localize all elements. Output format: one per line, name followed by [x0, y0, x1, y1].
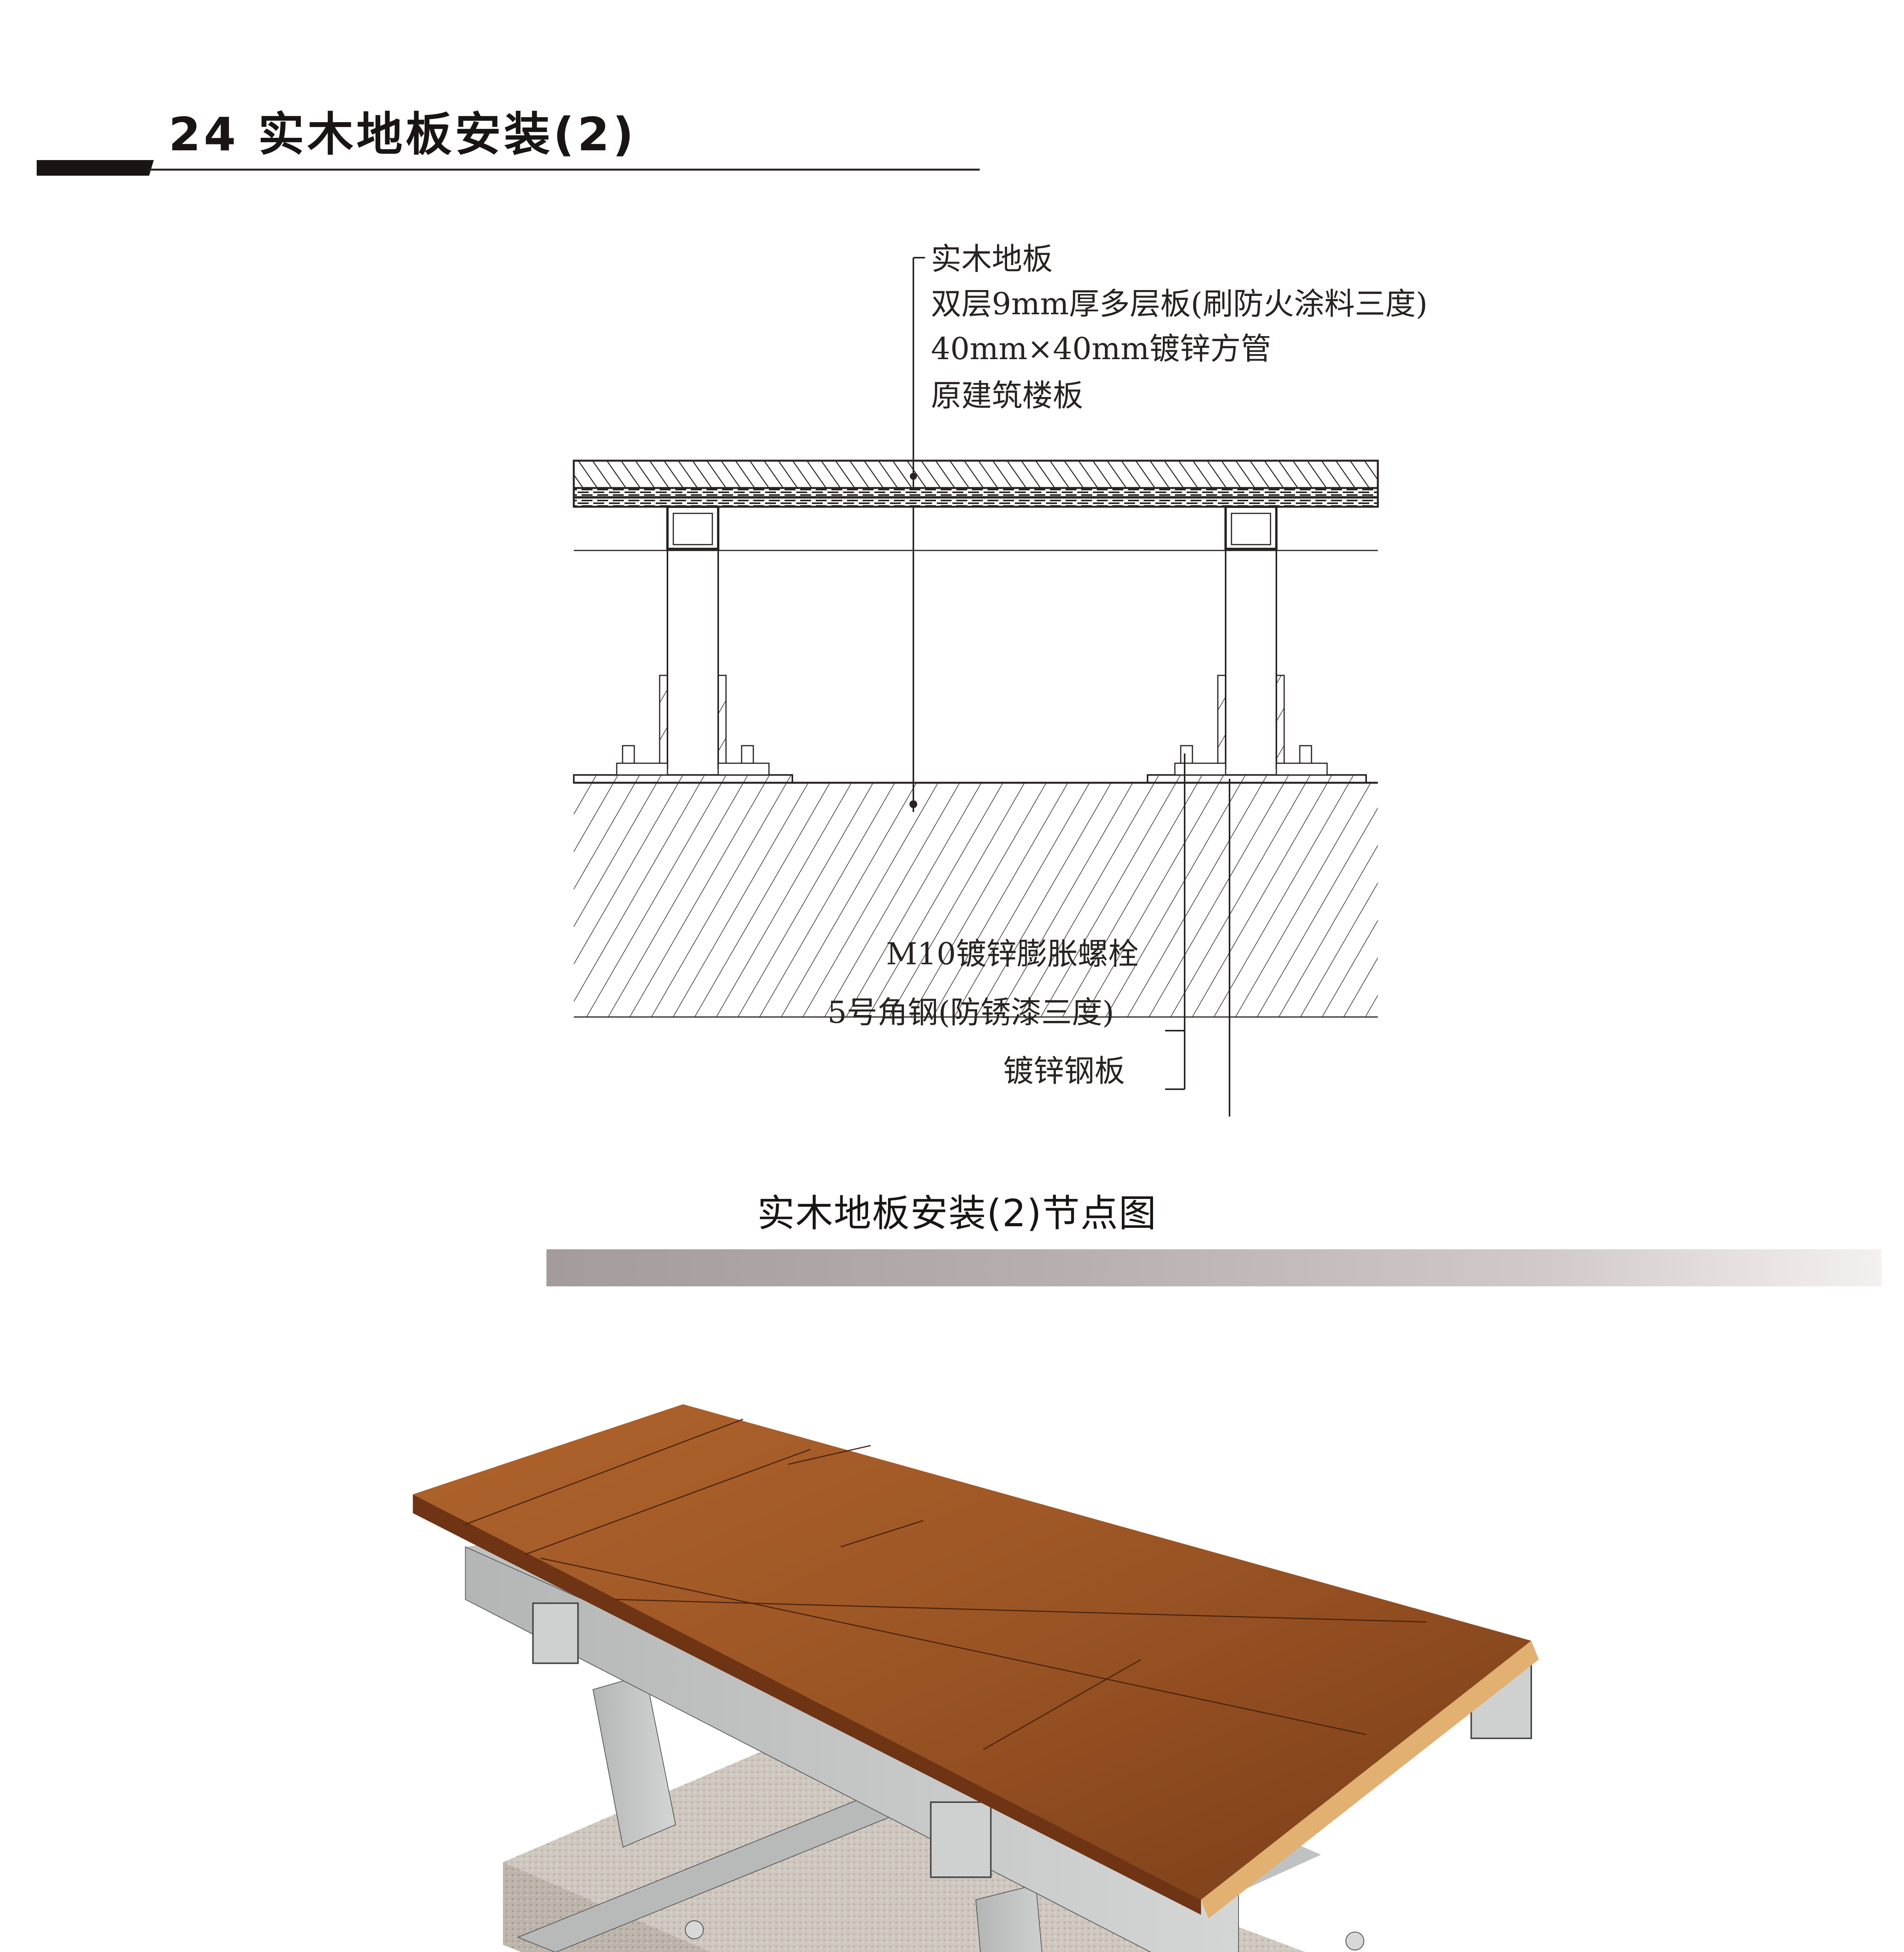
callout-original-slab: 原建筑楼板 — [931, 378, 1084, 413]
callout-plywood: 双层9mm厚多层板(刷防火涂料三度) — [931, 287, 1428, 322]
section-caption: 实木地板安装(2)节点图 — [757, 1192, 1157, 1235]
header-rule — [148, 169, 980, 171]
caption-bar-1 — [546, 1249, 1881, 1286]
callout-expansion-bolt: M10镀锌膨胀螺栓 — [886, 937, 1139, 972]
header-accent-bar — [37, 160, 154, 176]
section-drawing — [573, 257, 1379, 1117]
render-3d — [413, 1404, 1539, 1952]
callout-square-tube: 40mm×40mm镀锌方管 — [931, 331, 1271, 367]
callout-solid-wood-floor: 实木地板 — [931, 242, 1053, 277]
callout-angle-steel: 5号角钢(防锈漆三度) — [827, 995, 1114, 1030]
page-title: 24 实木地板安装(2) — [169, 107, 637, 161]
callout-steel-plate: 镀锌钢板 — [1003, 1054, 1125, 1089]
